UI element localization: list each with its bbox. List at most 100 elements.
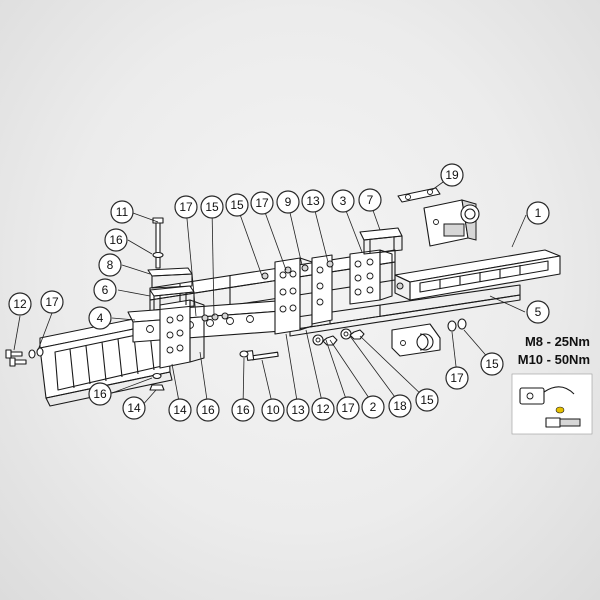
callout-label: 16 [109,233,123,247]
callout-label: 19 [445,168,459,182]
callout-bubble [93,278,117,302]
callout-bubble [88,306,112,330]
callout-12: 12 [311,397,335,421]
callout-label: 14 [127,401,141,415]
callout-bubble [88,382,112,406]
callout-15: 15 [225,193,249,217]
callout-16: 16 [104,228,128,252]
callout-14: 14 [168,398,192,422]
callout-6: 6 [93,278,117,302]
callout-bubble [174,195,198,219]
right-rail-beam [394,249,561,301]
callout-bubble [196,398,220,422]
callout-label: 3 [340,194,347,208]
callout-11: 11 [110,200,134,224]
callout-3: 3 [331,189,355,213]
callout-label: 15 [420,393,434,407]
callout-label: 10 [266,403,280,417]
callout-8: 8 [98,253,122,277]
bracket-part-7 [359,227,403,255]
callout-label: 9 [285,195,292,209]
callout-bubble [526,201,550,225]
callout-bubble [311,397,335,421]
callout-label: 17 [450,371,464,385]
callout-14: 14 [122,396,146,420]
right-vertical-bracket-part-3 [349,249,393,305]
callout-bubble [168,398,192,422]
callout-18: 18 [388,394,412,418]
callouts: 11 16 8 6 4 12 17 16 14 17 15 15 17 9 13… [8,163,550,422]
callout-label: 13 [291,403,305,417]
callout-16: 16 [231,398,255,422]
callout-bubble [526,300,550,324]
callout-label: 8 [107,258,114,272]
callout-16: 16 [196,398,220,422]
socket-bracket-part-18 [391,323,441,357]
callout-bubble [301,189,325,213]
callout-13: 13 [286,398,310,422]
callout-label: 18 [393,399,407,413]
callout-bubble [480,352,504,376]
callout-label: 1 [535,206,542,220]
callout-17: 17 [40,290,64,314]
callout-label: 15 [205,200,219,214]
callout-label: 7 [367,193,374,207]
callout-label: 17 [45,295,59,309]
callout-bubble [358,188,382,212]
center-hitch-plate-2 [311,254,333,325]
callout-15: 15 [200,195,224,219]
callout-bubble [40,290,64,314]
callout-17: 17 [336,396,360,420]
callout-label: 15 [230,198,244,212]
callout-bubble [200,195,224,219]
callout-2: 2 [361,395,385,419]
torque-spec-m8: M8 - 25Nm [525,334,590,349]
callout-label: 15 [485,357,499,371]
callout-4: 4 [88,306,112,330]
callout-label: 16 [236,403,250,417]
callout-1: 1 [526,201,550,225]
callout-bubble [388,394,412,418]
callout-bubble [110,200,134,224]
callout-bubble [261,398,285,422]
callout-bubble [104,228,128,252]
callout-16: 16 [88,382,112,406]
callout-bubble [225,193,249,217]
left-vertical-bracket [159,299,205,369]
callout-17: 17 [174,195,198,219]
callout-10: 10 [261,398,285,422]
callout-label: 12 [316,402,330,416]
callout-15: 15 [415,388,439,412]
callout-bubble [276,190,300,214]
bolt-part-11 [152,217,164,269]
callout-15: 15 [480,352,504,376]
callout-label: 12 [13,297,27,311]
callout-bubble [286,398,310,422]
callout-bubble [122,396,146,420]
callout-bubble [331,189,355,213]
callout-bubble [361,395,385,419]
callout-12: 12 [8,292,32,316]
callout-bubble [440,163,464,187]
torque-spec-m10: M10 - 50Nm [518,352,590,367]
tow-ball-part-19 [397,187,480,247]
callout-label: 6 [102,283,109,297]
callout-label: 2 [370,400,377,414]
callout-5: 5 [526,300,550,324]
callout-7: 7 [358,188,382,212]
callout-label: 13 [306,194,320,208]
callout-17: 17 [445,366,469,390]
callout-bubble [415,388,439,412]
callout-bubble [98,253,122,277]
plate-part-4 [127,299,296,343]
callout-label: 16 [93,387,107,401]
callout-bubble [336,396,360,420]
callout-17: 17 [250,191,274,215]
callout-bubble [445,366,469,390]
detail-inset-box [511,373,593,435]
callout-label: 4 [97,311,104,325]
bolt-part-10 [245,350,279,361]
callout-label: 14 [173,403,187,417]
callout-bubble [250,191,274,215]
callout-label: 17 [341,401,355,415]
